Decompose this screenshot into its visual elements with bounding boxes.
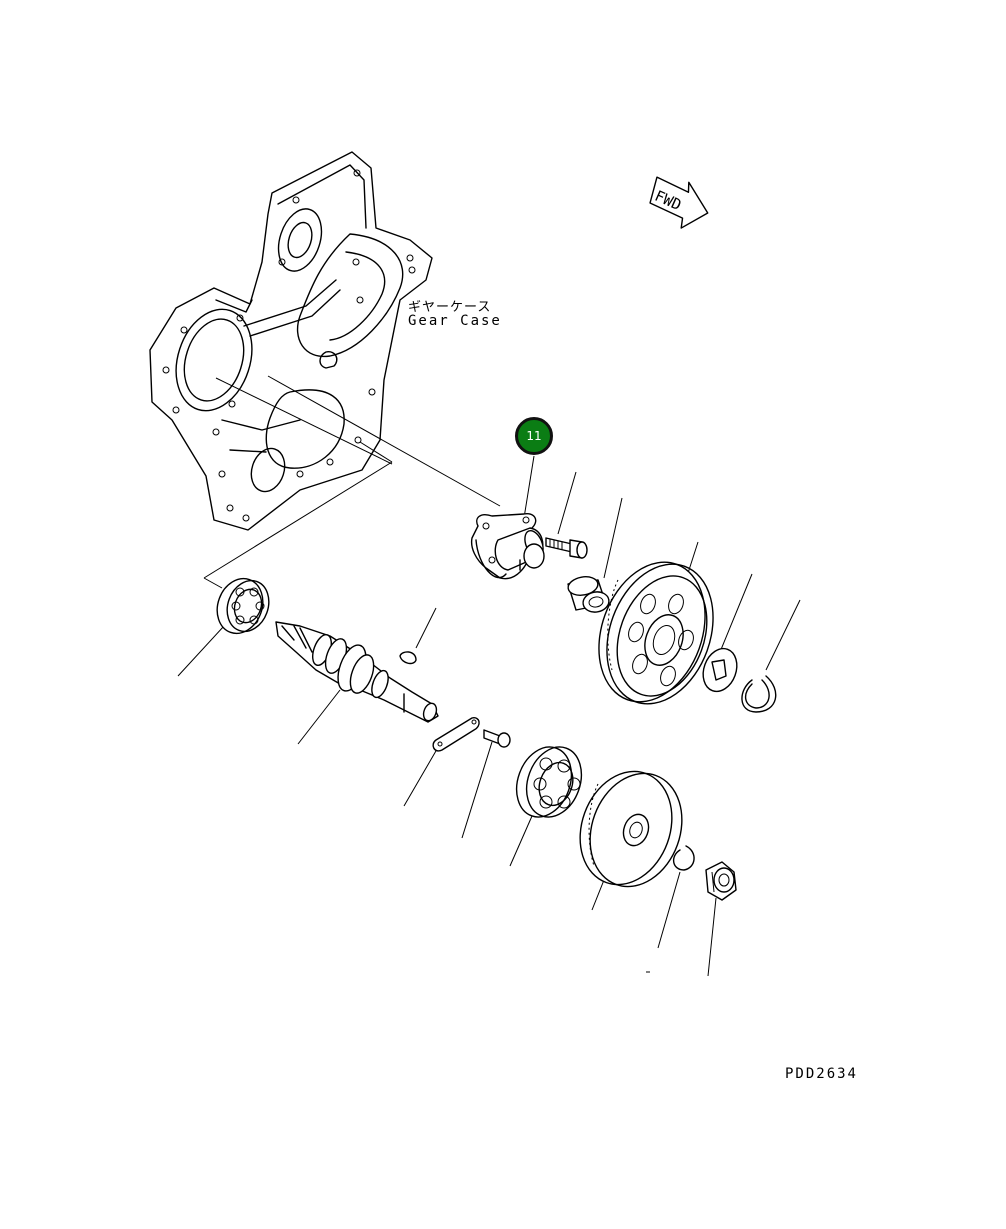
idler-shaft-flange — [470, 513, 545, 580]
c-clip — [673, 845, 695, 871]
cam-gear — [579, 770, 683, 888]
camshaft — [275, 621, 439, 723]
ball-bearing-lower — [515, 746, 583, 818]
callout-number: 11 — [526, 429, 542, 443]
thrust-washer — [702, 647, 738, 693]
ball-bearing-upper — [216, 577, 270, 635]
bolt — [545, 537, 588, 559]
gear-case — [149, 151, 433, 531]
bushing — [567, 576, 610, 613]
nut — [705, 861, 737, 901]
thrust-plate — [432, 717, 480, 752]
leader-lines — [177, 375, 801, 977]
drawing-number: PDD2634 — [784, 1066, 858, 1082]
snap-ring — [741, 675, 777, 713]
gear-case-label-ja: ギヤーケース — [408, 300, 492, 315]
fwd-arrow-icon: FWD — [649, 176, 709, 229]
callout-11[interactable]: 11 — [515, 417, 553, 455]
plate-bolt — [483, 729, 511, 748]
idler-gear — [598, 561, 714, 705]
gear-case-label-en: Gear Case — [408, 313, 502, 329]
woodruff-key — [399, 651, 417, 665]
